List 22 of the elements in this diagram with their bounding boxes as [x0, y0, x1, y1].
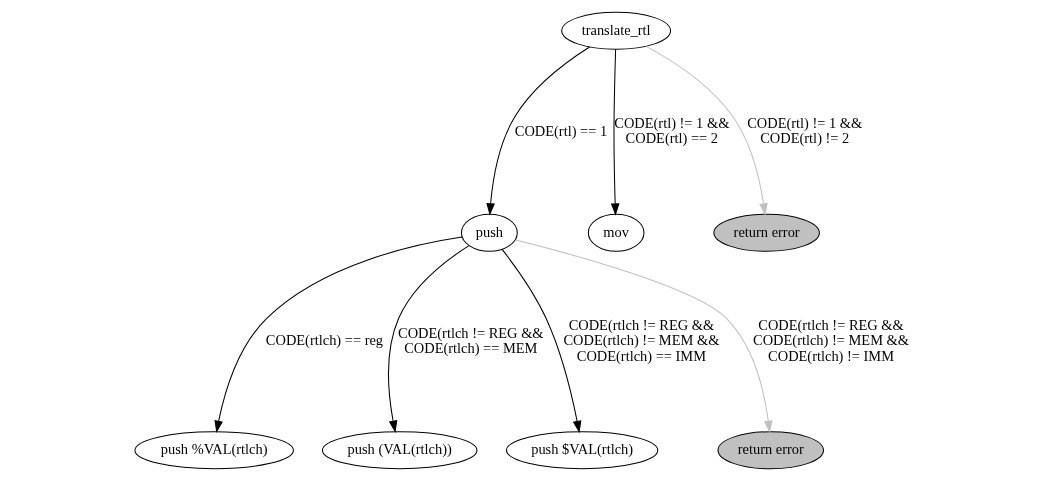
arrow: [214, 236, 463, 433]
arrow: [515, 239, 773, 433]
arrow: [486, 46, 591, 216]
edge-label: CODE(rtlch != REG && CODE(rtlch) == MEM: [398, 324, 544, 357]
node-ellipse: return error: [717, 431, 825, 470]
edge-label: CODE(rtl) == 1: [514, 122, 608, 139]
node-ellipse: push %VAL(rtlch): [134, 431, 294, 470]
edge-label: CODE(rtl) != 1 && CODE(rtl) == 2: [614, 114, 730, 147]
node-ellipse: mov: [587, 213, 645, 252]
arrow: [645, 45, 768, 216]
node-ellipse: push (VAL(rtlch)): [321, 431, 478, 470]
edge-label: CODE(rtlch != REG && CODE(rtlch) != MEM && CODE(rtlch) != IMM: [753, 316, 910, 364]
edge-label: CODE(rtlch) == reg: [265, 332, 384, 349]
edge-label: CODE(rtl) != 1 && CODE(rtl) != 2: [747, 114, 863, 147]
node-ellipse: translate_rtl: [561, 11, 672, 50]
node-ellipse: push: [460, 213, 518, 252]
arrow: [610, 49, 620, 216]
node-ellipse: push $VAL(rtlch): [505, 431, 659, 470]
node-ellipse: return error: [713, 213, 820, 252]
edge-label: CODE(rtlch != REG && CODE(rtlch) != MEM && CODE(rtlch) == IMM: [563, 316, 720, 364]
arrow: [388, 245, 470, 433]
arrow: [501, 248, 582, 434]
